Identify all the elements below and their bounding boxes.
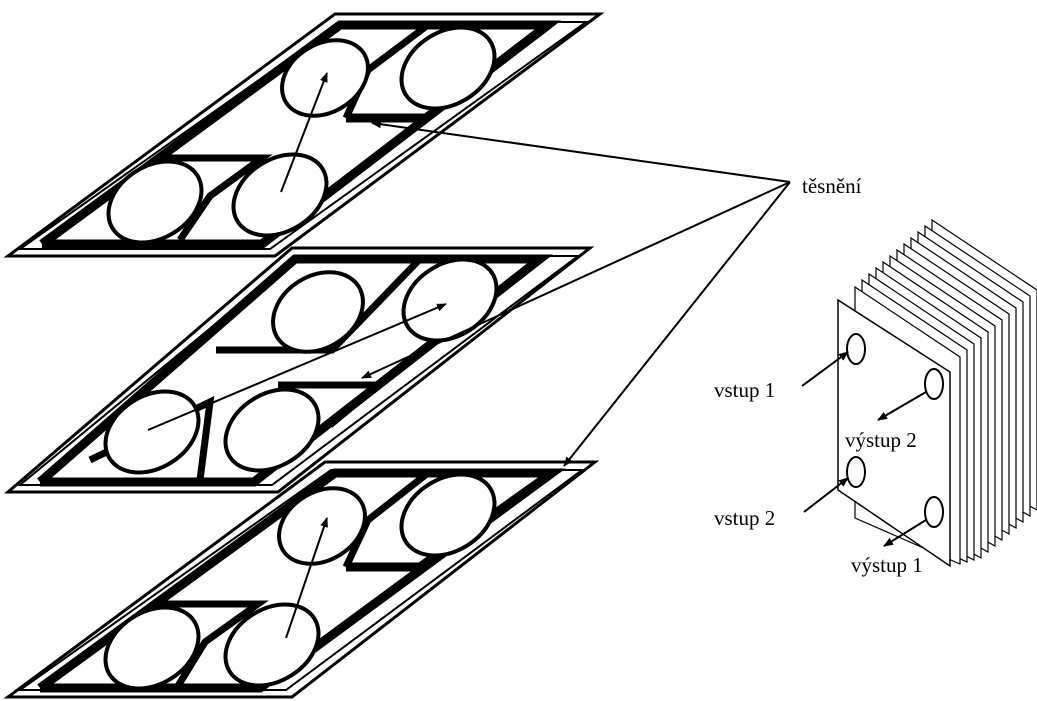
port-inlet-1 bbox=[846, 333, 866, 365]
plate-2-port bbox=[401, 257, 499, 343]
inlet-2-arrow bbox=[803, 477, 849, 513]
front-plate bbox=[837, 298, 951, 568]
port-outlet-2 bbox=[924, 368, 944, 400]
plate-2-flow-arrow bbox=[147, 303, 447, 431]
plate-2-gasket bbox=[37, 254, 554, 487]
plate-1 bbox=[3, 12, 605, 258]
plate-1-port bbox=[399, 25, 497, 111]
plate-2-outline bbox=[3, 246, 595, 494]
plate-1-port bbox=[106, 159, 204, 245]
inlet-2-label: vstup 2 bbox=[714, 506, 776, 530]
plate-3 bbox=[3, 460, 600, 699]
outlet-2-arrow bbox=[877, 391, 927, 421]
plate-1-outline bbox=[3, 12, 605, 258]
inlet-1-arrow bbox=[801, 351, 849, 387]
port-outlet-1 bbox=[924, 496, 944, 528]
outlet-1-arrow bbox=[883, 519, 927, 547]
plate-3-outline bbox=[3, 460, 600, 699]
outlet-2-label: výstup 2 bbox=[845, 428, 917, 452]
plate-stack bbox=[801, 218, 1037, 568]
gasket-label: těsnění bbox=[802, 174, 862, 198]
plate-2-port bbox=[271, 270, 365, 354]
plate-3-flow-arrow bbox=[285, 517, 328, 639]
plate-1-port bbox=[231, 152, 329, 238]
plate-2 bbox=[3, 246, 595, 494]
port-inlet-2 bbox=[846, 456, 866, 488]
plate-3-port bbox=[103, 605, 201, 691]
outlet-1-label: výstup 1 bbox=[851, 553, 923, 577]
inlet-1-label: vstup 1 bbox=[714, 378, 776, 402]
plate-3-port bbox=[399, 472, 497, 558]
gasket-leader-line bbox=[563, 181, 791, 467]
gasket-leaders bbox=[361, 120, 791, 467]
plate-2-port bbox=[223, 387, 321, 473]
plate-3-port bbox=[223, 602, 321, 688]
plate-2-port bbox=[103, 389, 201, 475]
gasket-leader-line bbox=[361, 181, 791, 379]
gasket-leader-line bbox=[371, 120, 791, 183]
plate-1-flow-arrow bbox=[280, 72, 328, 193]
